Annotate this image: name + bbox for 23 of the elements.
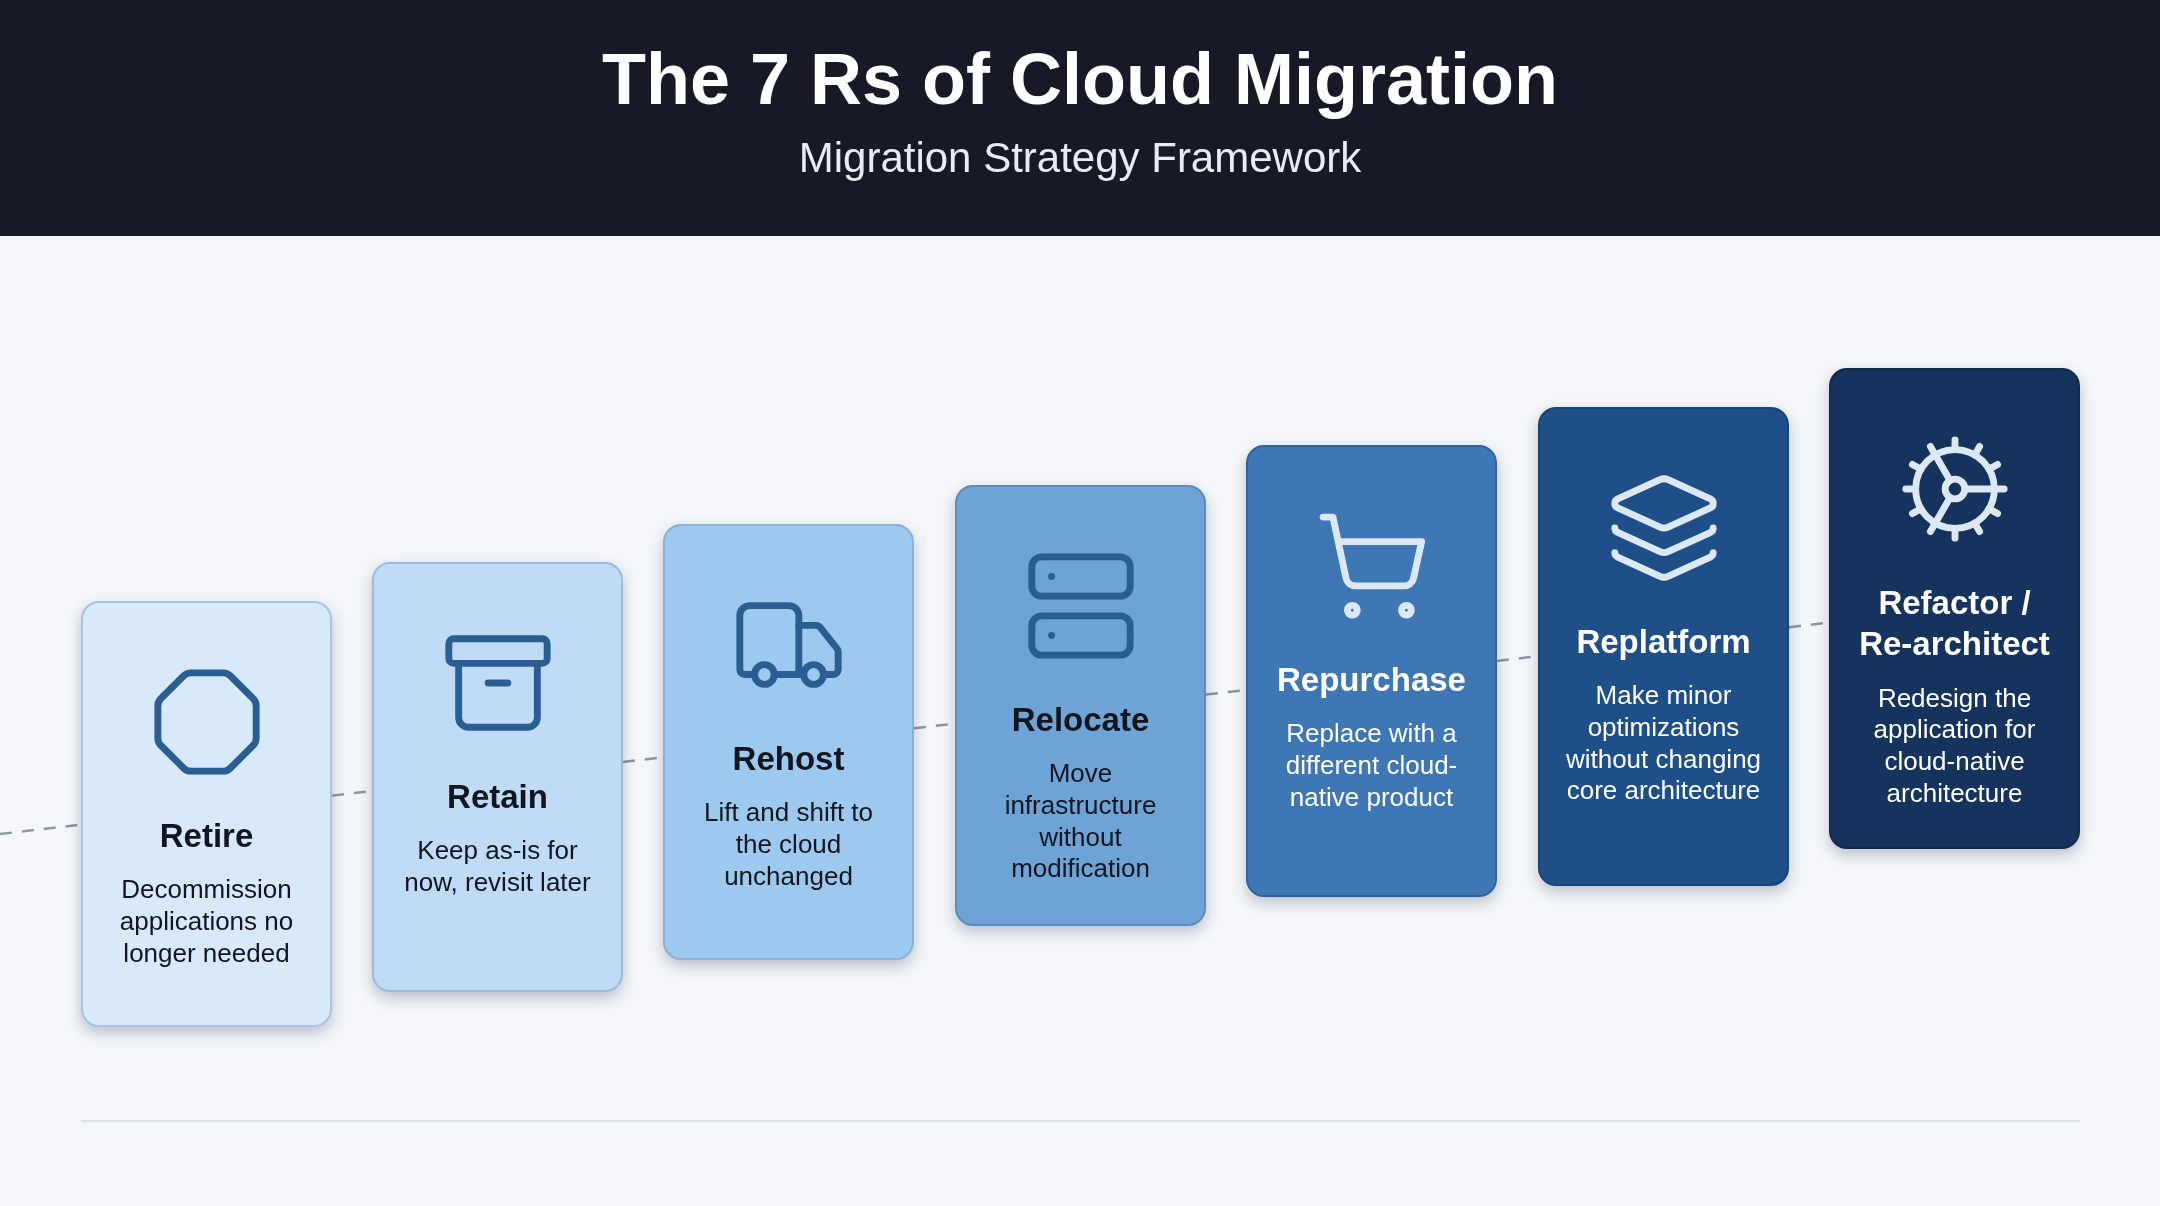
card-description: Decommission applications no longer needed [118,874,295,970]
strategy-card [955,485,1206,926]
card-title: Relocate [1011,700,1150,740]
strategy-card [81,601,332,1027]
strategy-card [372,562,623,992]
card-title: Refactor / Re-architect [1858,583,2051,665]
card-title: Retain [447,777,548,817]
strategy-card [1829,368,2080,849]
subtitle: Migration Strategy Framework [798,134,1362,182]
strategy-card [663,524,914,960]
card-title: Repurchase [1277,660,1466,700]
card-title: Replatform [1576,622,1751,662]
card-title: Retire [159,816,254,856]
title: The 7 Rs of Cloud Migration [602,38,1558,120]
card-description: Lift and shift to the cloud unchanged [702,797,875,893]
card-description: Keep as-is for now, revisit later [403,835,592,899]
strategy-card [1538,407,1789,886]
card-description: Replace with a different cloud-native product [1284,718,1459,814]
card-description: Make minor optimizations without changing core architecture [1564,680,1763,808]
card-description: Move infrastructure without modification [1003,758,1158,886]
card-title: Rehost [732,739,845,779]
card-description: Redesign the application for cloud-native architecture [1872,682,2037,810]
strategy-card [1246,445,1497,897]
